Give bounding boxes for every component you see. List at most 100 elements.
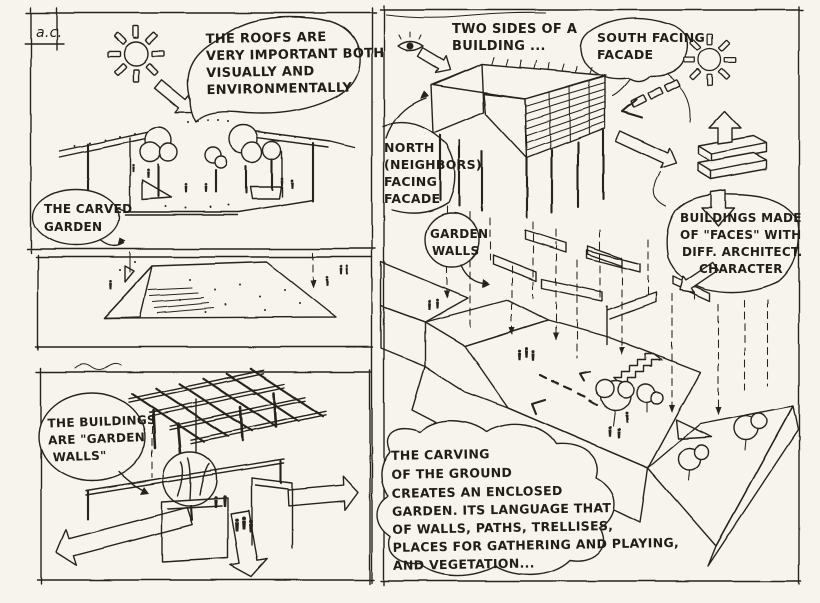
- garden-walls-line: GARDEN: [430, 227, 488, 241]
- person-figure: [290, 179, 294, 189]
- north-facade-line: (NEIGHBORS): [384, 157, 482, 172]
- garden-walls-line: WALLS: [432, 244, 479, 258]
- speech-bubble-carved-garden: [32, 188, 120, 246]
- buildings-garden-walls-line: THE BUILDINGS: [47, 413, 156, 431]
- person-figure: [184, 183, 188, 193]
- corner-label-box: [24, 7, 65, 51]
- down-arrow-icon: [229, 509, 268, 578]
- pilotis-columns: [438, 128, 605, 219]
- left-arrow-icon: [55, 506, 194, 566]
- plaza-dots: [119, 261, 301, 313]
- person-figure: [608, 426, 612, 437]
- north-facade-line: NORTH: [384, 140, 435, 155]
- roofs-note-line: VISUALLY AND: [206, 64, 315, 81]
- carved-garden-label-line: THE CARVED: [44, 202, 132, 216]
- right-arrow-icon: [615, 130, 677, 169]
- person-figure: [223, 495, 227, 507]
- buildings-garden-walls-line: WALLS": [52, 449, 106, 465]
- down-right-arrow-icon: [416, 47, 451, 74]
- north-facade-line: FACADE: [384, 191, 440, 206]
- faces-note-line: DIFF. ARCHITECT.: [682, 245, 803, 259]
- carving-note-line: PLACES FOR GATHERING AND PLAYING,: [393, 535, 680, 555]
- panel-sunken-garden: [103, 251, 349, 319]
- garden-wall-rail: [85, 458, 285, 521]
- person-figure: [524, 347, 528, 358]
- building-axon: [430, 56, 607, 219]
- projection-lines-dashed: [446, 205, 769, 415]
- right-arrow-icon: [286, 475, 359, 511]
- person-figure: [531, 350, 535, 361]
- speech-bubble-north: [382, 121, 456, 214]
- sun-icon: [107, 25, 165, 83]
- roofs-note-line: ENVIRONMENTALLY: [206, 81, 352, 99]
- person-figure: [427, 299, 431, 310]
- speech-bubble-south: [580, 17, 689, 83]
- carved-garden-label-line: GARDEN: [44, 220, 102, 234]
- floating-garden-walls: [492, 225, 734, 345]
- speech-bubble-faces: [665, 193, 800, 293]
- speech-bubble-garden-walls: [424, 212, 480, 268]
- panel-roof-courtyard: [32, 16, 361, 247]
- person-figure: [625, 412, 629, 423]
- bubble-tail-arrowhead: [140, 487, 149, 495]
- two-sides-line: BUILDING ...: [452, 39, 546, 54]
- bubble-tail: [99, 239, 125, 247]
- bubble-tail-arrowhead: [118, 238, 126, 246]
- arrowhead: [310, 280, 316, 288]
- person-figure: [204, 183, 208, 193]
- carving-note-line: OF WALLS, PATHS, TRELLISES,: [392, 518, 613, 537]
- garden-stairs-small: [675, 419, 713, 440]
- connector-curve: [653, 171, 667, 207]
- person-figure: [280, 177, 284, 187]
- speech-bubble-roofs: [187, 16, 361, 123]
- person-figure: [435, 298, 439, 309]
- down-arrow-icon: [701, 189, 735, 227]
- ramp-stair-treads: [147, 287, 214, 314]
- person-figure: [235, 517, 239, 532]
- south-facade-line: SOUTH FACING: [597, 30, 705, 45]
- person-figure: [339, 265, 343, 275]
- panel-two-sides: [376, 17, 800, 577]
- person-figure: [108, 280, 112, 290]
- person-figure: [617, 428, 621, 439]
- front-hatched-wall: [411, 365, 649, 523]
- speech-bubble-buildings-garden-walls: [38, 392, 146, 482]
- carving-note-line: GARDEN. ITS LANGUAGE THAT: [392, 500, 612, 519]
- courtyard-trees: [139, 124, 282, 198]
- panel-frames: [25, 5, 804, 586]
- carving-note-line: THE CARVING: [391, 446, 490, 463]
- handwritten-text-layer: a.c. THE ROOFS ARE VERY IMPORTANT BOTH V…: [36, 22, 803, 573]
- stacked-slabs-icon: [697, 135, 767, 180]
- person-figure: [517, 349, 521, 360]
- north-facade-stippled: [430, 63, 485, 134]
- south-facade-line: FACADE: [597, 47, 653, 62]
- stairs-right: [249, 186, 282, 200]
- person-figure: [325, 276, 329, 286]
- bubble-tail-arrowhead: [482, 279, 490, 288]
- carving-note-line: CREATES AN ENCLOSED: [392, 483, 563, 501]
- flag-marker: [124, 265, 135, 283]
- buildings-garden-walls-line: ARE "GARDEN: [48, 430, 145, 447]
- carving-note-line: OF THE GROUND: [391, 465, 512, 482]
- right-hatched-face: [707, 405, 799, 567]
- garden-path-dashes: [530, 370, 599, 416]
- roofs-note-line: THE ROOFS ARE: [206, 30, 327, 47]
- faces-note-line: BUILDINGS MADE: [680, 211, 802, 225]
- left-down-arrow-icon: [679, 261, 720, 293]
- person-figure: [345, 265, 349, 275]
- north-facade-line: FACING: [384, 174, 437, 189]
- dashed-sunray-arrow-icon: [620, 78, 681, 120]
- stairs-left: [141, 179, 172, 200]
- eye-icon: [397, 31, 424, 52]
- person-figure: [214, 496, 218, 508]
- two-sides-line: TWO SIDES OF A: [452, 22, 577, 37]
- speech-bubble-carving: [376, 420, 615, 577]
- panel-pergola: [38, 367, 359, 578]
- up-arrow-icon: [708, 110, 742, 145]
- carving-note-line: AND VEGETATION...: [393, 555, 535, 572]
- curved-arrow: [385, 97, 427, 139]
- roofs-note-line: VERY IMPORTANT BOTH: [206, 46, 385, 64]
- corner-label: a.c.: [36, 25, 62, 41]
